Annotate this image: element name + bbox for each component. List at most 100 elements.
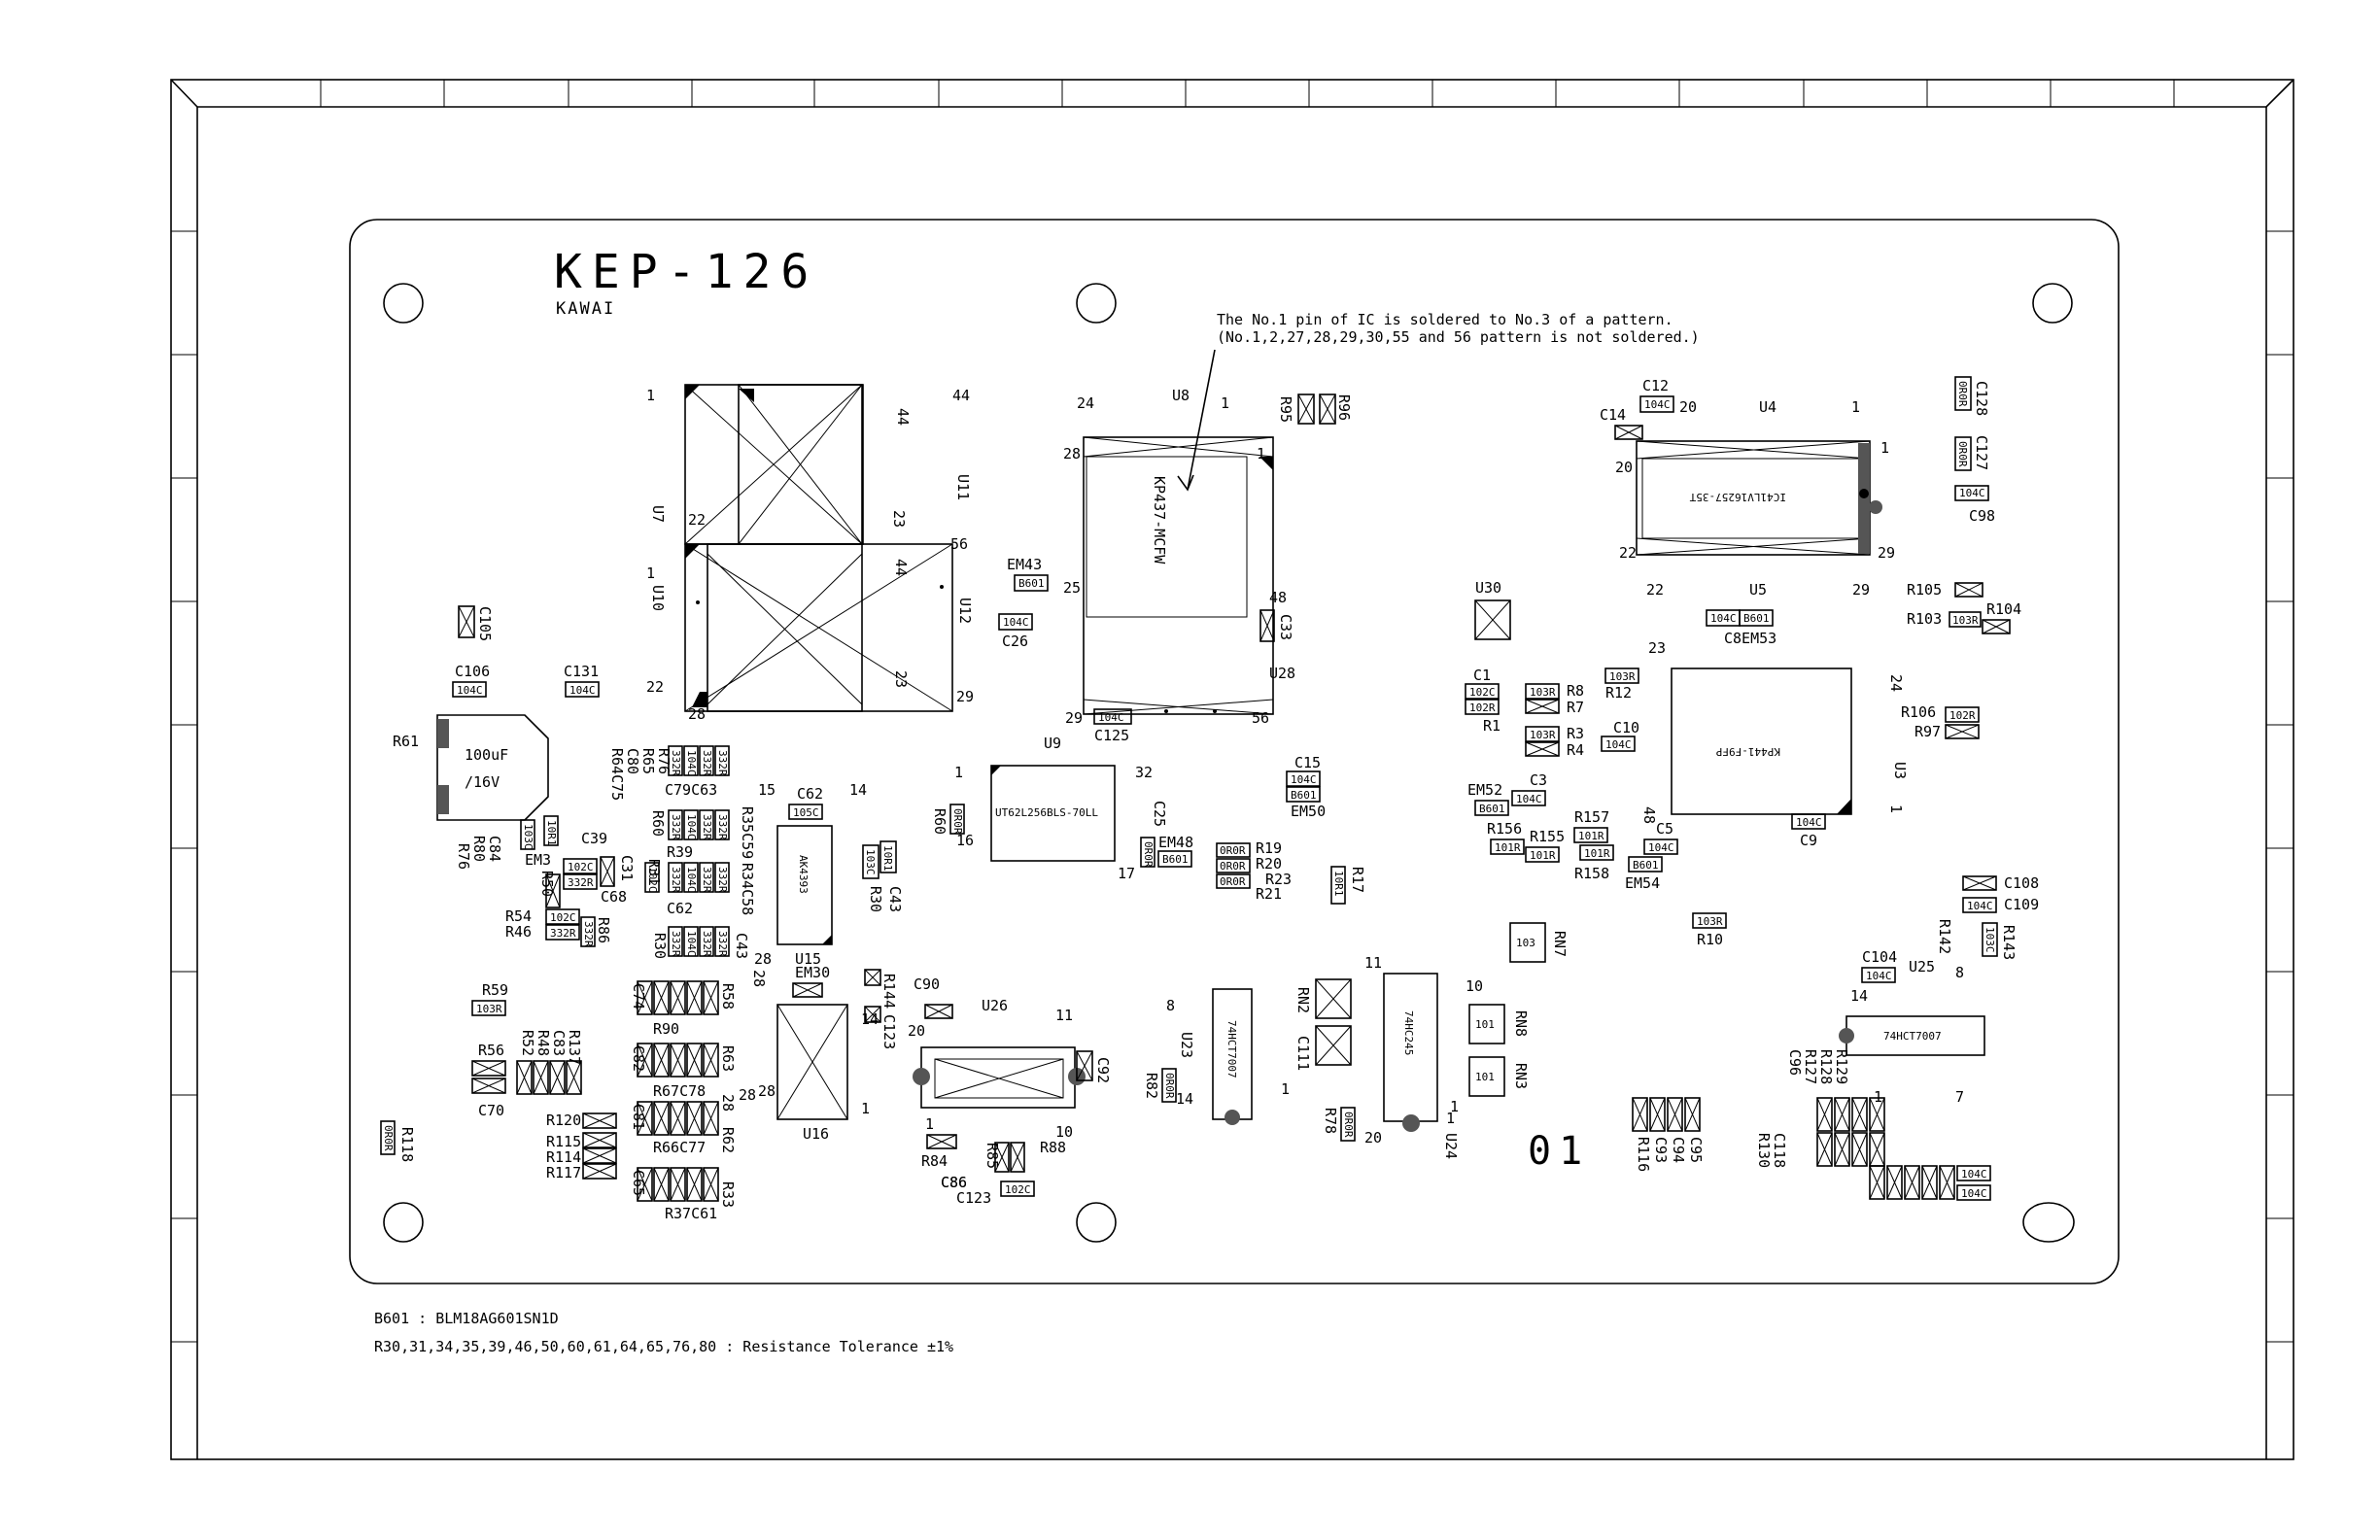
silkscreen-label: R137 — [566, 1030, 583, 1065]
silkscreen-label: RN2 — [1294, 987, 1312, 1013]
silkscreen-label: C26 — [1002, 633, 1028, 650]
silkscreen-label: R21 — [1256, 885, 1282, 903]
silkscreen-label: R104 — [1986, 600, 2021, 618]
silkscreen-label: 14 — [849, 781, 867, 799]
silkscreen-label: 74HC245 — [1402, 1010, 1415, 1055]
silkscreen-label: C15 — [1294, 754, 1321, 771]
silkscreen-label: R127 — [1802, 1049, 1819, 1084]
silkscreen-label: 74HCT7007 — [1225, 1020, 1238, 1078]
silkscreen-label: C81 — [630, 1104, 647, 1130]
mounting-hole-tr — [2032, 283, 2073, 324]
silkscreen-label: C83 — [550, 1030, 568, 1056]
silkscreen-label: 29 — [1852, 581, 1870, 599]
r19-r21-group: 0R0R 0R0R 0R0R R19 R20 R23 R21 — [1216, 839, 1292, 903]
silkscreen-label: R66C77 — [653, 1139, 706, 1156]
silkscreen-label: R52 — [519, 1030, 536, 1056]
silkscreen-label: 10 — [1055, 1123, 1073, 1141]
silkscreen-label: 11 — [1055, 1007, 1073, 1024]
silkscreen-label: R46 — [505, 923, 532, 941]
silkscreen-label: R80 — [470, 836, 488, 862]
silkscreen-label: 103C — [864, 849, 877, 875]
silkscreen-label: 101R — [1578, 830, 1604, 842]
silkscreen-label: 1 — [861, 1100, 870, 1117]
silkscreen-label: C86 — [941, 1174, 967, 1191]
silkscreen-label: 16 — [956, 832, 974, 849]
silkscreen-label: /16V — [465, 773, 500, 791]
silkscreen-label: 32 — [1135, 764, 1153, 781]
silkscreen-label: C108 — [2004, 874, 2039, 892]
silkscreen-label: 0R0R — [382, 1125, 395, 1151]
silkscreen-label: 101 — [1475, 1018, 1495, 1031]
silkscreen-label: R60 — [931, 808, 949, 835]
silkscreen-label: 22 — [1646, 581, 1664, 599]
silkscreen-label: AK4393 — [797, 855, 810, 894]
silkscreen-label: 24 — [1887, 674, 1905, 692]
silkscreen-label: C74 — [630, 983, 647, 1010]
silkscreen-label: R96 — [1335, 394, 1353, 421]
silkscreen-label: 102C — [568, 861, 594, 873]
u16-chip — [776, 1004, 848, 1120]
silkscreen-label: C62 — [797, 785, 823, 803]
silkscreen-label: R120 — [546, 1112, 581, 1129]
silkscreen-label: 23 — [890, 510, 908, 528]
board-model: KEP-126 — [554, 245, 818, 299]
u28-label: U28 — [1269, 665, 1295, 682]
silkscreen-label: 28 — [758, 1082, 776, 1100]
silkscreen-label: 104C — [1967, 900, 1993, 912]
silkscreen-label: R12 — [1605, 684, 1632, 702]
silkscreen-label: 0R0R — [1220, 875, 1246, 888]
silkscreen-label: R85 — [983, 1143, 1001, 1169]
silkscreen-label: 104C — [685, 814, 698, 840]
silkscreen-label: 103R — [476, 1003, 502, 1015]
silkscreen-label: 104C — [1961, 1187, 1987, 1200]
silkscreen-label: 103C — [522, 824, 535, 850]
silkscreen-label: R62 — [719, 1127, 737, 1153]
silkscreen-label: R10 — [1697, 931, 1723, 948]
silkscreen-label: R23 — [1265, 871, 1292, 888]
silkscreen-label: U9 — [1044, 735, 1061, 752]
left-filter-cluster: 103C 10R1 C39 102C 332R EM3 C31 C68 R50 … — [455, 815, 636, 947]
silkscreen-label: R95 — [1277, 396, 1294, 423]
drawing-frame — [170, 79, 2294, 1460]
silkscreen-label: R59 — [482, 981, 508, 999]
silkscreen-label: 10 — [1466, 977, 1483, 995]
silkscreen-label: 104C — [1959, 487, 1985, 499]
silkscreen-label: C33 — [1277, 614, 1294, 640]
silkscreen-label: 28 — [750, 970, 768, 987]
pcb-board-outline — [349, 219, 2120, 1284]
silkscreen-label: 22 — [646, 678, 664, 696]
silkscreen-label: 24 — [1077, 394, 1094, 412]
silkscreen-label: 103C — [1983, 927, 1996, 953]
silkscreen-label: 28 — [739, 1086, 756, 1104]
silkscreen-label: C31 — [618, 855, 636, 881]
silkscreen-label: R7 — [1567, 699, 1584, 716]
silkscreen-label: 44 — [952, 387, 970, 404]
silkscreen-label: 14 — [1850, 987, 1868, 1005]
silkscreen-label: U15 — [795, 950, 821, 968]
silkscreen-label: R54 — [505, 907, 532, 925]
silkscreen-label: R19 — [1256, 839, 1282, 857]
silkscreen-label: C128 — [1973, 381, 1990, 416]
silkscreen-label: 1 — [1880, 439, 1889, 457]
silkscreen-label: R143 — [2000, 925, 2018, 960]
silkscreen-label: 8 — [1166, 997, 1175, 1014]
silkscreen-label: C111 — [1294, 1036, 1312, 1071]
mounting-hole-bl — [383, 1202, 424, 1243]
silkscreen-label: 1 — [1450, 1098, 1459, 1115]
silkscreen-label: 0R0R — [1163, 1073, 1176, 1099]
silkscreen-label: R58 — [719, 983, 737, 1010]
upper-resistor-cluster: 332R 104C 332R 332R C79C63 R60 R35C59 33… — [644, 745, 756, 959]
silkscreen-label: 23 — [892, 670, 910, 688]
silkscreen-label: 103R — [1530, 729, 1556, 741]
silkscreen-label: R50 — [538, 871, 556, 897]
silkscreen-label: R82 — [1143, 1073, 1160, 1099]
silkscreen-label: C86 — [941, 1174, 967, 1191]
silkscreen-label: R128 — [1817, 1049, 1835, 1084]
silkscreen-label: 28 — [754, 950, 772, 968]
silkscreen-label: C39 — [581, 830, 607, 847]
r78-r88-group: R56 C70 R52 R48 C83 R137 — [471, 1030, 583, 1119]
silkscreen-label: R105 — [1907, 581, 1942, 599]
silkscreen-label: 1 — [1874, 1088, 1882, 1106]
silkscreen-label: 332R — [550, 927, 576, 940]
silkscreen-label: 1 — [1281, 1080, 1290, 1098]
